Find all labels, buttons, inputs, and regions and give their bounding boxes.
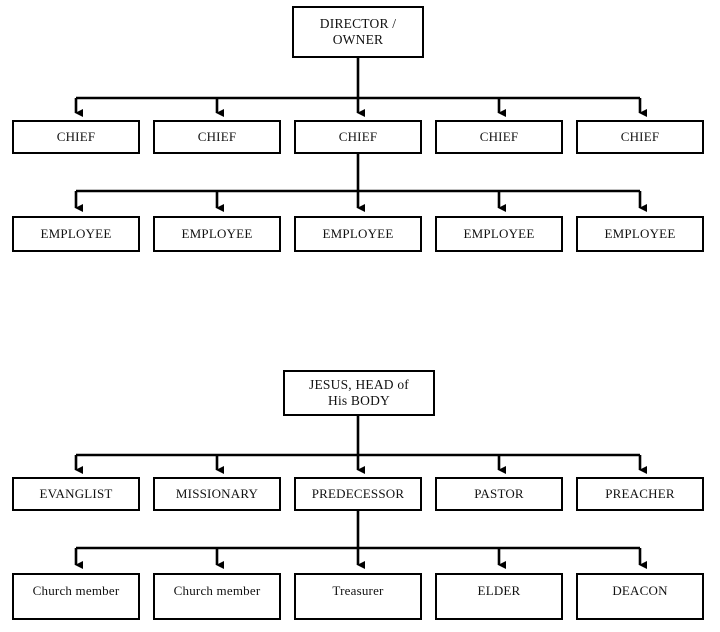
- church-member-label-5: DEACON: [612, 583, 668, 598]
- org-employee-label-3: EMPLOYEE: [322, 226, 394, 242]
- org-employee-label-5: EMPLOYEE: [604, 226, 676, 242]
- org-employee-node-2[interactable]: EMPLOYEE: [153, 216, 281, 252]
- org-root-node[interactable]: DIRECTOR / OWNER: [292, 6, 424, 58]
- church-member-node-1[interactable]: Church member: [12, 573, 140, 620]
- church-member-label-2: Church member: [173, 583, 261, 598]
- org-chief-label-3: CHIEF: [338, 129, 378, 145]
- org-chief-label-5: CHIEF: [620, 129, 660, 145]
- church-ministry-node-4[interactable]: PASTOR: [435, 477, 563, 511]
- church-hierarchy-chart: JESUS, HEAD of His BODY EVANGLIST MISSIO…: [0, 364, 720, 632]
- church-ministry-node-3[interactable]: PREDECESSOR: [294, 477, 422, 511]
- church-member-label-1: Church member: [32, 583, 120, 598]
- org-chief-node-2[interactable]: CHIEF: [153, 120, 281, 154]
- church-ministry-label-2: MISSIONARY: [175, 486, 259, 502]
- church-ministry-node-5[interactable]: PREACHER: [576, 477, 704, 511]
- church-ministry-label-1: EVANGLIST: [39, 486, 113, 502]
- church-root-node[interactable]: JESUS, HEAD of His BODY: [283, 370, 435, 416]
- church-ministry-label-4: PASTOR: [474, 486, 524, 502]
- church-member-node-4[interactable]: ELDER: [435, 573, 563, 620]
- church-ministry-label-5: PREACHER: [605, 486, 675, 502]
- org-chief-node-5[interactable]: CHIEF: [576, 120, 704, 154]
- church-member-label-3: Treasurer: [332, 583, 384, 598]
- org-employee-label-2: EMPLOYEE: [181, 226, 253, 242]
- org-chief-label-2: CHIEF: [197, 129, 237, 145]
- org-employee-label-4: EMPLOYEE: [463, 226, 535, 242]
- org-employee-node-3[interactable]: EMPLOYEE: [294, 216, 422, 252]
- org-employee-node-4[interactable]: EMPLOYEE: [435, 216, 563, 252]
- org-chief-label-1: CHIEF: [56, 129, 96, 145]
- church-root-label: JESUS, HEAD of His BODY: [309, 377, 409, 408]
- church-ministry-node-2[interactable]: MISSIONARY: [153, 477, 281, 511]
- org-employee-label-1: EMPLOYEE: [40, 226, 112, 242]
- church-ministry-label-3: PREDECESSOR: [311, 486, 405, 502]
- org-root-label: DIRECTOR / OWNER: [319, 16, 397, 47]
- church-member-node-3[interactable]: Treasurer: [294, 573, 422, 620]
- org-chief-node-4[interactable]: CHIEF: [435, 120, 563, 154]
- org-chief-label-4: CHIEF: [479, 129, 519, 145]
- org-chief-node-3[interactable]: CHIEF: [294, 120, 422, 154]
- church-member-label-4: ELDER: [477, 583, 521, 598]
- church-ministry-node-1[interactable]: EVANGLIST: [12, 477, 140, 511]
- org-employee-node-1[interactable]: EMPLOYEE: [12, 216, 140, 252]
- organization-hierarchy-chart: DIRECTOR / OWNER CHIEF CHIEF CHIEF CHIEF…: [0, 0, 720, 300]
- org-employee-node-5[interactable]: EMPLOYEE: [576, 216, 704, 252]
- church-member-node-5[interactable]: DEACON: [576, 573, 704, 620]
- org-chief-node-1[interactable]: CHIEF: [12, 120, 140, 154]
- church-member-node-2[interactable]: Church member: [153, 573, 281, 620]
